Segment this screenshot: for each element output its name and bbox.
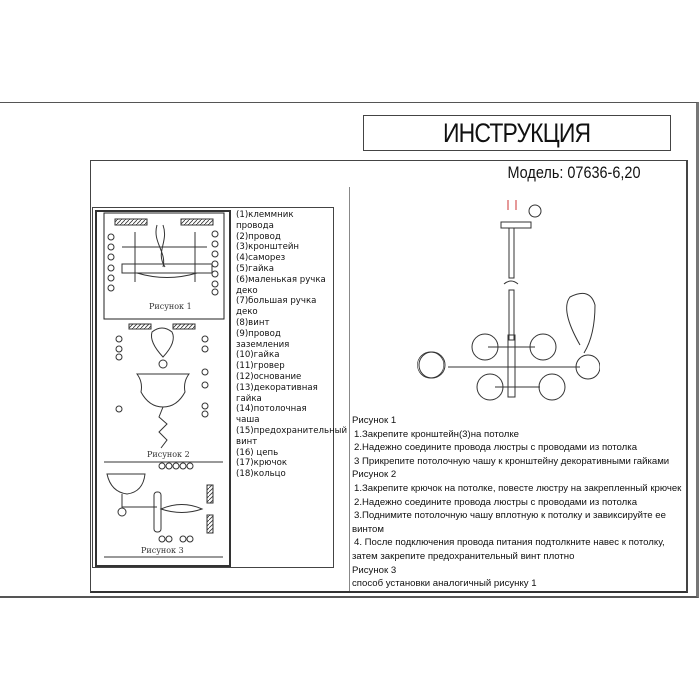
title-text: ИНСТРУКЦИЯ (443, 118, 591, 148)
legend-item: (5)гайка (236, 263, 274, 274)
ceiling-arrows (507, 200, 517, 210)
legend-item: (8)винт (236, 317, 270, 328)
model-number: Модель: 07636-6,20 (470, 163, 640, 183)
figure-3-caption: Рисунок 3 (141, 546, 184, 555)
chandelier-diagram (417, 200, 600, 401)
legend-item: (11)гровер (236, 361, 285, 372)
legend-item: (6)маленькая ручка деко (236, 274, 329, 296)
screwdriver-detail (528, 204, 542, 218)
legend-item: (1)клеммник провода (236, 210, 297, 231)
instruction-heading: винтом (352, 523, 384, 535)
legend-item: (3)кронштейн (236, 242, 300, 253)
instruction-step: 3.Поднимите потолочную чашу вплотную к п… (354, 510, 666, 522)
figure-1-box (103, 212, 225, 320)
page-frame (0, 102, 699, 598)
legend-item: (14)потолочная чаша (236, 404, 310, 426)
instruction-heading: Рисунок 1 (352, 415, 397, 426)
instruction-heading: способ установки аналогичный рисунку 1 (352, 578, 537, 590)
instruction-step: 2.Надежно соедините провода люстры с про… (354, 442, 638, 454)
installation-diagram (103, 212, 225, 558)
parts-legend: (1)клеммник провода(2)провод(3)кронштейн… (236, 210, 348, 480)
legend-item: (17)крючок (236, 458, 288, 469)
legend-item: (15)предохранительный винт (236, 425, 348, 447)
instruction-heading: Рисунок 2 (352, 469, 397, 481)
canopy (500, 221, 532, 229)
figure-1-caption: Рисунок 1 (149, 302, 192, 311)
content-frame (90, 160, 688, 593)
legend-item: (2)провод (236, 231, 281, 242)
legend-item: (9)провод заземления (236, 328, 290, 350)
legend-item: (13)декоративная гайка (236, 382, 321, 404)
instruction-steps: Рисунок 1 1.Закрепите кронштейн(3)на пото… (352, 414, 681, 591)
instruction-step: 4. После подключения провода питания под… (354, 537, 665, 549)
column-divider (349, 187, 350, 591)
instruction-step: 1.Закрепите кронштейн(3)на потолке (354, 428, 519, 440)
instruction-step: 1.Закрепите крючок на потолке, повесте л… (354, 482, 682, 494)
figure-2-caption: Рисунок 2 (147, 450, 190, 459)
model-text: Модель: 07636-6,20 (506, 163, 640, 182)
instruction-heading: затем закрепите предохранительный винт п… (352, 550, 575, 562)
instruction-step: 2.Надежно соедините провода люстры с про… (354, 496, 638, 508)
legend-item: (12)основание (236, 371, 302, 382)
instruction-heading: Рисунок 3 (352, 564, 397, 576)
legend-item: (16) цепь (236, 447, 279, 458)
legend-box (92, 207, 334, 568)
legend-item: (7)большая ручка деко (236, 296, 320, 318)
legend-item: (18)кольцо (236, 469, 286, 480)
instruction-step: 3 Прикрепите потолочную чашу к кронштейн… (354, 455, 670, 467)
legend-item: (4)саморез (236, 253, 286, 264)
legend-item: (10)гайка (236, 350, 280, 361)
page-title: ИНСТРУКЦИЯ (363, 115, 671, 151)
installation-drawings: Рисунок 1 Рисунок 2 Рисунок 3 (95, 210, 231, 567)
